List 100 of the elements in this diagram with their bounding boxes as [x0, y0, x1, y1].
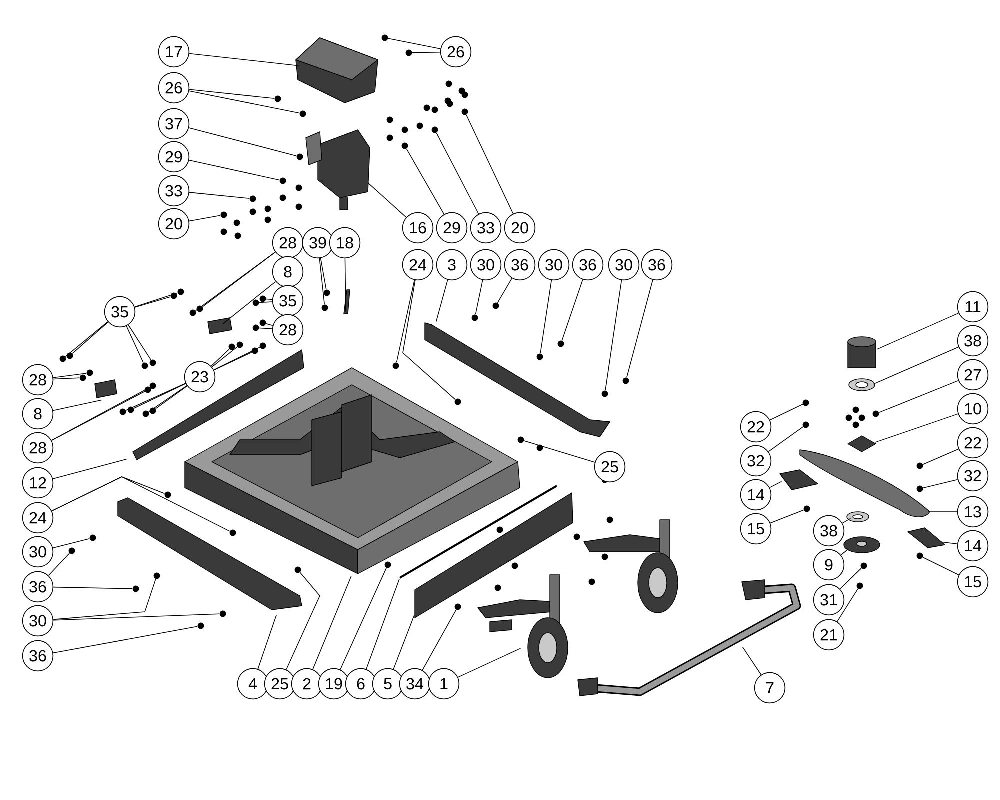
- mounting-bracket: [94, 380, 118, 398]
- leader-line: [836, 588, 859, 622]
- leader-line: [53, 378, 80, 380]
- bolt: [154, 572, 160, 580]
- bolt: [228, 344, 236, 350]
- callout-number: 17: [158, 36, 190, 68]
- square-plate: [848, 436, 876, 452]
- leader-line: [52, 476, 230, 532]
- callout-number: 38: [957, 325, 989, 357]
- callout-number: 33: [158, 175, 190, 207]
- callout-number: 21: [813, 619, 845, 651]
- callout-number: 32: [957, 460, 989, 492]
- leader-line: [189, 89, 275, 100]
- leader-line: [266, 298, 273, 300]
- bolt: [518, 436, 524, 444]
- panel: [414, 492, 574, 618]
- bolt: [178, 288, 184, 296]
- callout-number: 12: [22, 467, 54, 499]
- bolt: [916, 486, 924, 492]
- callout-number: 36: [641, 249, 673, 281]
- leader-line: [320, 258, 327, 290]
- leader-line: [872, 346, 960, 385]
- bolt: [120, 408, 126, 416]
- bolt: [382, 34, 388, 42]
- leader-line: [368, 182, 407, 218]
- leader-line: [876, 312, 960, 350]
- callout-number: 24: [22, 502, 54, 534]
- leader-line: [53, 578, 156, 620]
- callout-number: 32: [740, 445, 772, 477]
- bolt: [536, 354, 544, 360]
- bolt: [274, 96, 282, 102]
- callout-number: 26: [158, 72, 190, 104]
- bolt: [300, 110, 306, 118]
- callout-number: 30: [470, 249, 502, 281]
- leader-line: [412, 52, 441, 54]
- callout-number: 33: [470, 212, 502, 244]
- bolt: [128, 406, 134, 414]
- callout-number: 24: [402, 249, 434, 281]
- bolt: [90, 534, 96, 542]
- bolt: [150, 408, 156, 414]
- callout-number: 8: [22, 398, 54, 430]
- bolt: [150, 382, 156, 390]
- callout-number: 31: [813, 584, 845, 616]
- leader-line: [126, 326, 144, 364]
- leader-line: [134, 383, 186, 409]
- bolt: [860, 562, 868, 570]
- callout-number: 4: [237, 668, 269, 700]
- bolt: [462, 108, 468, 116]
- bolt: [86, 370, 94, 376]
- leader-line: [266, 324, 274, 326]
- leader-line: [53, 586, 133, 590]
- leader-line: [742, 646, 762, 676]
- leader-line: [840, 568, 862, 590]
- callout-number: 18: [329, 227, 361, 259]
- bolt: [384, 562, 392, 568]
- bolt: [250, 196, 256, 202]
- callout-number: 35: [272, 285, 304, 317]
- callout-number: 7: [754, 672, 786, 704]
- callout-number: 1: [428, 668, 460, 700]
- leader-line: [922, 557, 960, 576]
- side-rail: [118, 498, 302, 610]
- leader-line: [770, 404, 804, 421]
- bolt: [602, 390, 608, 398]
- callout-number: 13: [957, 496, 989, 528]
- callout-number: 22: [957, 427, 989, 459]
- leader-line: [189, 192, 250, 200]
- mounting-bracket: [208, 318, 232, 334]
- callout-number: 30: [538, 249, 570, 281]
- bolt: [142, 410, 150, 418]
- bolt: [164, 492, 172, 498]
- callout-number: 36: [22, 571, 54, 603]
- bolt: [322, 304, 328, 312]
- leader-line: [497, 278, 512, 304]
- leader-line: [626, 280, 654, 378]
- leader-line: [189, 215, 221, 222]
- leader-line: [340, 568, 387, 670]
- strip: [399, 485, 558, 579]
- bolt: [252, 300, 260, 306]
- leader-line: [922, 448, 960, 465]
- bolt: [294, 566, 302, 574]
- leader-line: [52, 538, 90, 549]
- leader-line: [458, 648, 522, 678]
- callout-number: 14: [740, 479, 772, 511]
- housing-cover: [296, 38, 378, 104]
- leader-line: [436, 280, 448, 322]
- bolt: [252, 348, 258, 354]
- bolt: [252, 324, 260, 332]
- bolt: [280, 178, 286, 184]
- cutter-knife: [780, 470, 818, 490]
- bolt: [916, 462, 924, 470]
- pin: [344, 290, 350, 314]
- callout-number: 8: [272, 256, 304, 288]
- leader-line: [406, 148, 445, 215]
- callout-number: 11: [957, 291, 989, 323]
- bolt: [454, 398, 462, 406]
- handle-bar: [578, 580, 802, 696]
- motor-unit: [306, 130, 370, 210]
- callout-number: 29: [436, 212, 468, 244]
- leader-line: [134, 296, 172, 308]
- bolt: [804, 506, 810, 512]
